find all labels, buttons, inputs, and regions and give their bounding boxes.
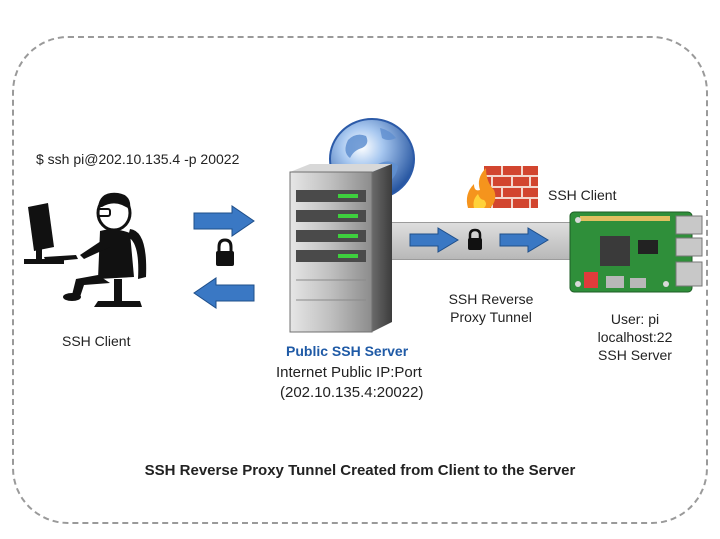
server-title: Public SSH Server <box>286 343 409 359</box>
tunnel-arrow-left-icon <box>409 227 459 253</box>
diagram-caption: SSH Reverse Proxy Tunnel Created from Cl… <box>144 462 576 479</box>
tunnel-lock-icon <box>468 228 482 250</box>
client-label: SSH Client <box>62 333 131 349</box>
raspberry-pi-board-icon <box>569 211 703 293</box>
firewall-icon <box>466 166 538 208</box>
pi-host: localhost:22 <box>597 329 673 345</box>
server-ip-value: (202.10.135.4:20022) <box>280 384 424 401</box>
arrow-left-icon <box>193 277 255 309</box>
pi-server-label: SSH Server <box>598 347 672 363</box>
person-at-computer-icon <box>24 192 147 307</box>
pi-user: User: pi <box>610 311 660 327</box>
server-ip-label: Internet Public IP:Port <box>276 364 422 381</box>
lock-icon <box>216 238 234 266</box>
tunnel-label: SSH Reverse Proxy Tunnel <box>436 290 546 326</box>
arrow-right-icon <box>193 205 255 237</box>
pi-details: User: pi localhost:22 SSH Server <box>580 310 690 364</box>
tunnel-label-line1: SSH Reverse <box>448 291 534 307</box>
ssh-command-text: $ ssh pi@202.10.135.4 -p 20022 <box>36 151 240 167</box>
server-tower-icon <box>289 164 392 333</box>
pi-client-label: SSH Client <box>548 187 617 203</box>
dashed-frame <box>12 36 708 524</box>
tunnel-arrow-right-icon <box>499 227 549 253</box>
tunnel-label-line2: Proxy Tunnel <box>450 309 532 325</box>
